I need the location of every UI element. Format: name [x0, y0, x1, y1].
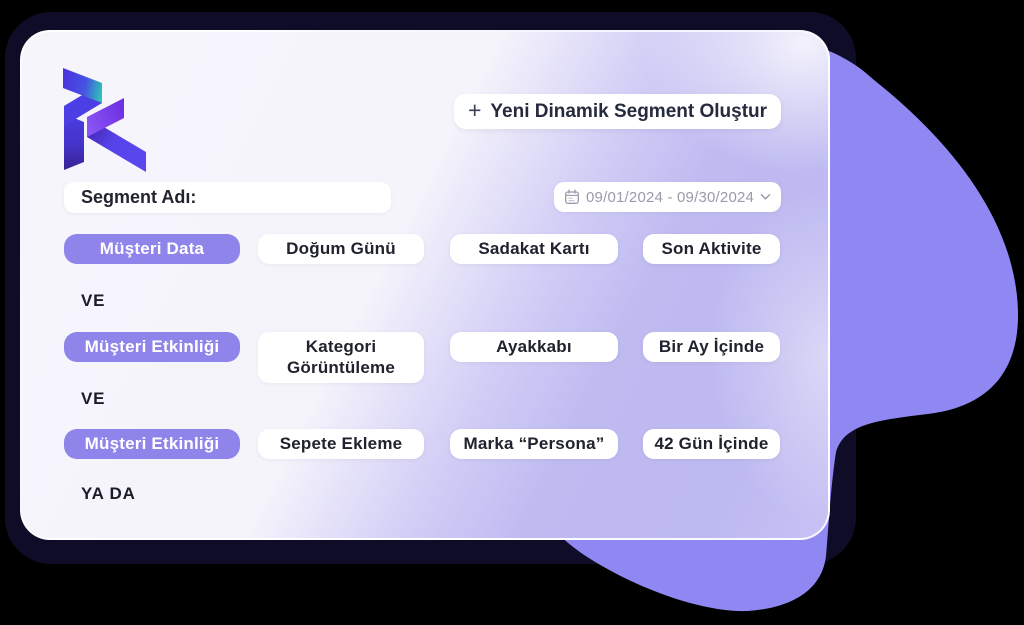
segment-value-pill[interactable]: Kategori Görüntüleme: [258, 332, 424, 383]
segment-value-pill[interactable]: Bir Ay İçinde: [643, 332, 780, 362]
chevron-down-icon: [760, 193, 771, 200]
create-segment-button[interactable]: + Yeni Dinamik Segment Oluştur: [454, 94, 781, 129]
segment-name-input[interactable]: Segment Adı:: [64, 182, 391, 213]
connector-and-label: VE: [81, 389, 106, 408]
segment-value-pill[interactable]: Ayakkabı: [450, 332, 618, 362]
segment-value-pill[interactable]: Marka “Persona”: [450, 429, 618, 459]
segment-name-label: Segment Adı:: [81, 187, 197, 207]
segment-value-pill[interactable]: Son Aktivite: [643, 234, 780, 264]
date-range-picker[interactable]: 09/01/2024 - 09/30/2024: [554, 182, 781, 212]
brand-logo-icon: [63, 68, 146, 172]
calendar-icon: [565, 189, 579, 204]
segment-value-pill[interactable]: Sepete Ekleme: [258, 429, 424, 459]
segment-builder-card: + Yeni Dinamik Segment Oluştur Segment A…: [20, 30, 830, 540]
connector-or-label: YA DA: [81, 484, 136, 503]
segment-value-pill[interactable]: Doğum Günü: [258, 234, 424, 264]
segment-type-pill[interactable]: Müşteri Data: [64, 234, 240, 264]
segment-value-pill[interactable]: 42 Gün İçinde: [643, 429, 780, 459]
segment-type-pill[interactable]: Müşteri Etkinliği: [64, 429, 240, 459]
segment-type-pill[interactable]: Müşteri Etkinliği: [64, 332, 240, 362]
create-segment-label: Yeni Dinamik Segment Oluştur: [490, 100, 768, 122]
segment-value-pill[interactable]: Sadakat Kartı: [450, 234, 618, 264]
date-range-value: 09/01/2024 - 09/30/2024: [586, 188, 755, 206]
connector-and-label: VE: [81, 291, 106, 310]
plus-icon: +: [467, 97, 482, 123]
